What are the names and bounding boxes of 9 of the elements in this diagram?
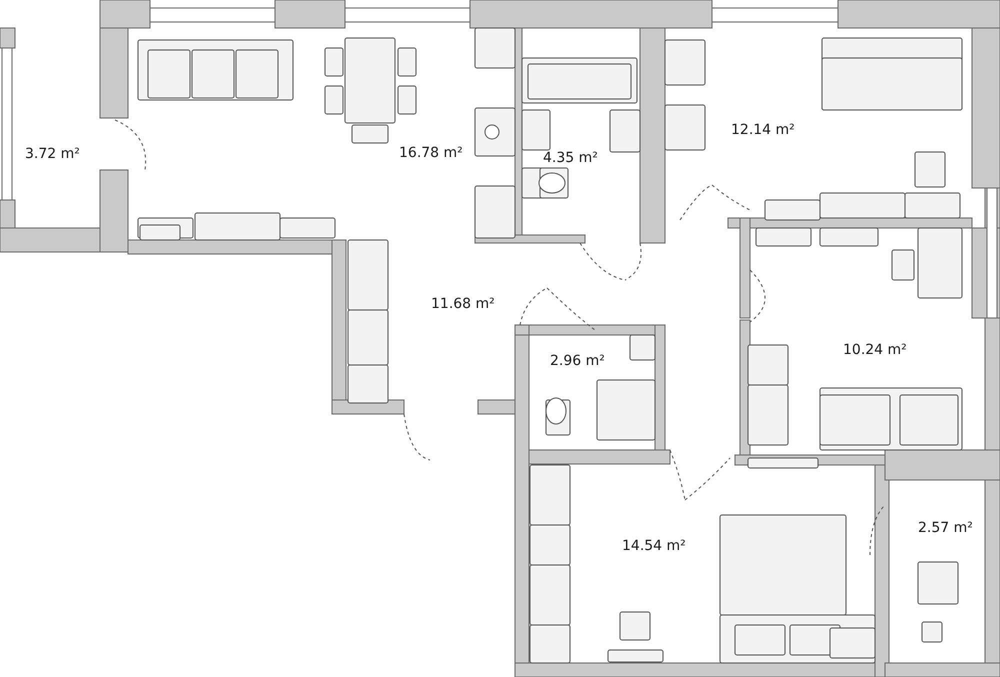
room-area-label: 10.24 m² — [843, 343, 907, 357]
room-area-label: 14.54 m² — [622, 539, 686, 553]
room-area-label: 12.14 m² — [731, 123, 795, 137]
room-area-label: 3.72 m² — [25, 147, 80, 161]
room-area-label: 11.68 m² — [431, 297, 495, 311]
room-area-label: 2.57 m² — [918, 521, 973, 535]
room-area-label: 4.35 m² — [543, 151, 598, 165]
room-area-label: 2.96 m² — [550, 354, 605, 368]
room-area-label: 16.78 m² — [399, 146, 463, 160]
